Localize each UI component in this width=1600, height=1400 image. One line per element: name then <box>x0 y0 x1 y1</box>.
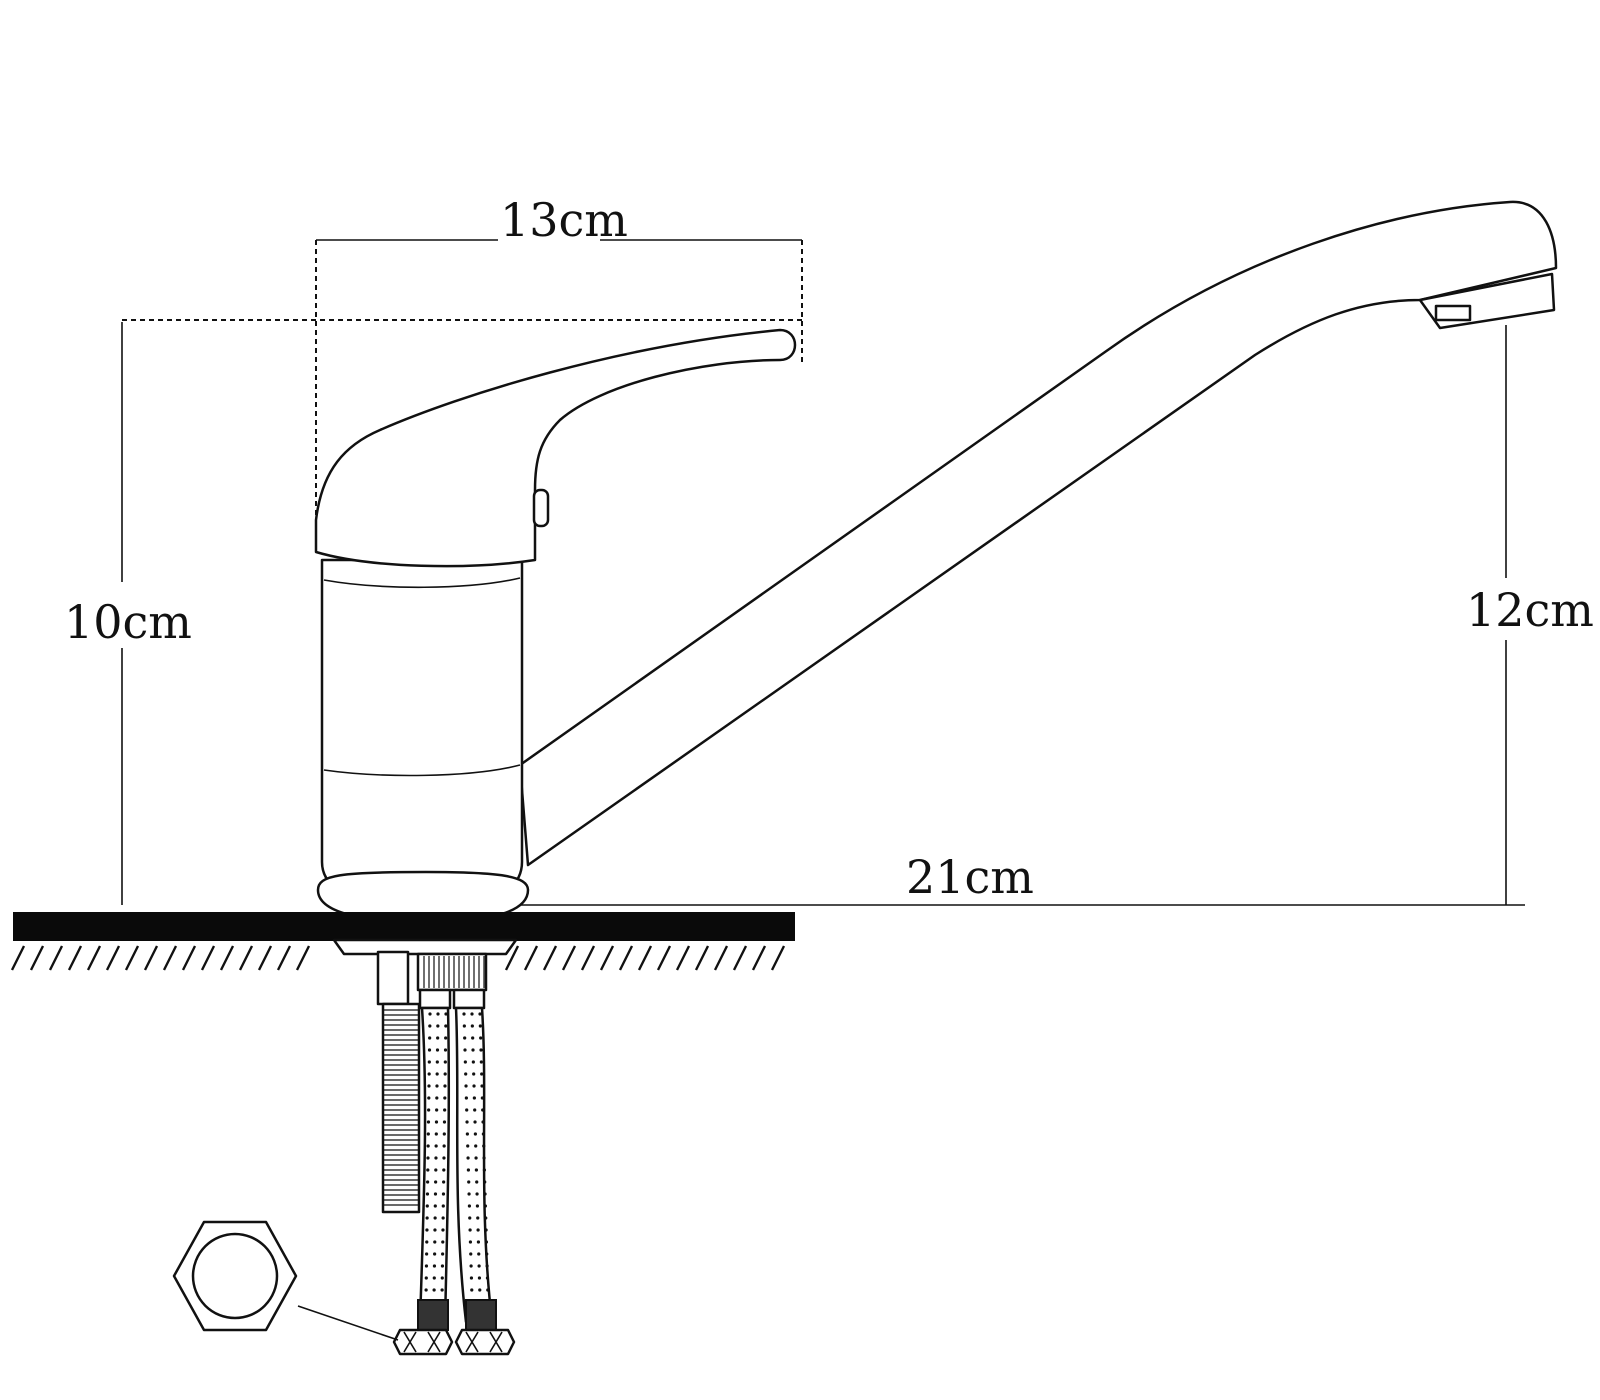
under-counter-fittings <box>172 938 518 1356</box>
threaded-rod <box>381 1002 421 1214</box>
handle-pin <box>532 488 550 528</box>
label-handle-width: 13cm <box>500 193 628 247</box>
rod-top <box>376 950 410 1006</box>
braided-hose-right <box>454 1006 494 1324</box>
label-spout-reach: 21cm <box>906 850 1034 904</box>
mounting-plate <box>332 938 518 956</box>
faucet-illustration <box>314 200 1558 924</box>
label-spout-height: 12cm <box>1466 583 1594 637</box>
hose-end-right <box>465 1299 497 1331</box>
label-total-height: 10cm <box>64 595 192 649</box>
hose-braid-texture <box>424 1012 490 1292</box>
braided-hose-left <box>418 1006 451 1324</box>
hose-nut-right <box>454 1328 516 1356</box>
hose-ferrule-left <box>418 988 452 1010</box>
rod-threads <box>384 1009 418 1206</box>
faucet-spout <box>518 200 1558 867</box>
connector-threads <box>423 956 485 988</box>
nut-pointer-line <box>297 1305 399 1341</box>
aerator-tip <box>1434 304 1472 322</box>
countertop-hatching <box>10 945 786 971</box>
hex-nut-icon <box>172 1220 298 1332</box>
hose-nut-left <box>392 1328 454 1356</box>
faucet-lever-handle <box>314 328 797 568</box>
faucet-body <box>320 558 524 908</box>
hose-end-left <box>417 1299 449 1331</box>
countertop-slab <box>13 912 795 941</box>
hose-ferrule-right <box>452 988 486 1010</box>
hose-connector-top <box>416 952 488 992</box>
countertop <box>10 912 795 971</box>
